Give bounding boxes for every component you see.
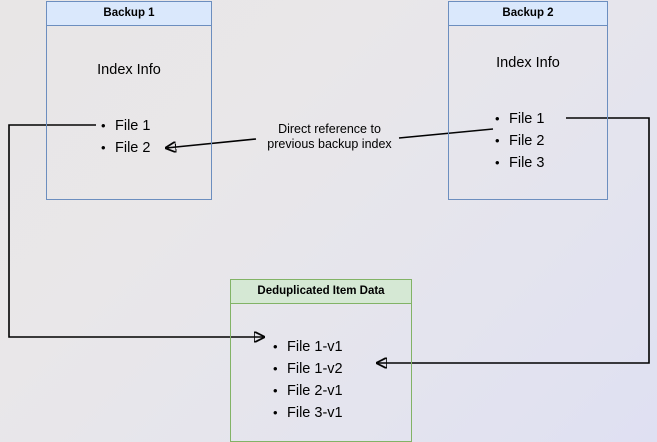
node-dedup-body: File 1-v1 File 1-v2 File 2-v1 File 3-v1	[231, 304, 411, 441]
node-deduplicated-item-data[interactable]: Deduplicated Item Data File 1-v1 File 1-…	[230, 279, 412, 442]
backup-1-file-list: File 1 File 2	[101, 115, 150, 159]
list-item: File 2	[101, 137, 150, 159]
list-item: File 2	[495, 130, 544, 152]
list-item: File 1	[101, 115, 150, 137]
list-item: File 1	[495, 108, 544, 130]
list-item: File 1-v1	[273, 336, 343, 358]
backup-2-index-info-label: Index Info	[496, 55, 560, 71]
list-item: File 1-v2	[273, 358, 343, 380]
list-item: File 2-v1	[273, 380, 343, 402]
node-backup-2[interactable]: Backup 2 Index Info File 1 File 2 File 3	[448, 1, 608, 200]
backup-1-index-info-label: Index Info	[97, 62, 161, 78]
list-item: File 3	[495, 152, 544, 174]
node-backup-2-body: Index Info File 1 File 2 File 3	[449, 26, 607, 199]
direct-reference-label: Direct reference to previous backup inde…	[257, 122, 402, 152]
direct-reference-label-line-2: previous backup index	[267, 137, 392, 151]
node-backup-2-header: Backup 2	[449, 2, 607, 26]
node-dedup-header: Deduplicated Item Data	[231, 280, 411, 304]
node-backup-1[interactable]: Backup 1 Index Info File 1 File 2	[46, 1, 212, 200]
backup-2-file-list: File 1 File 2 File 3	[495, 108, 544, 174]
list-item: File 3-v1	[273, 402, 343, 424]
node-backup-1-header: Backup 1	[47, 2, 211, 26]
dedup-file-list: File 1-v1 File 1-v2 File 2-v1 File 3-v1	[273, 336, 343, 424]
direct-reference-label-line-1: Direct reference to	[278, 122, 381, 136]
node-backup-1-body: Index Info File 1 File 2	[47, 26, 211, 199]
